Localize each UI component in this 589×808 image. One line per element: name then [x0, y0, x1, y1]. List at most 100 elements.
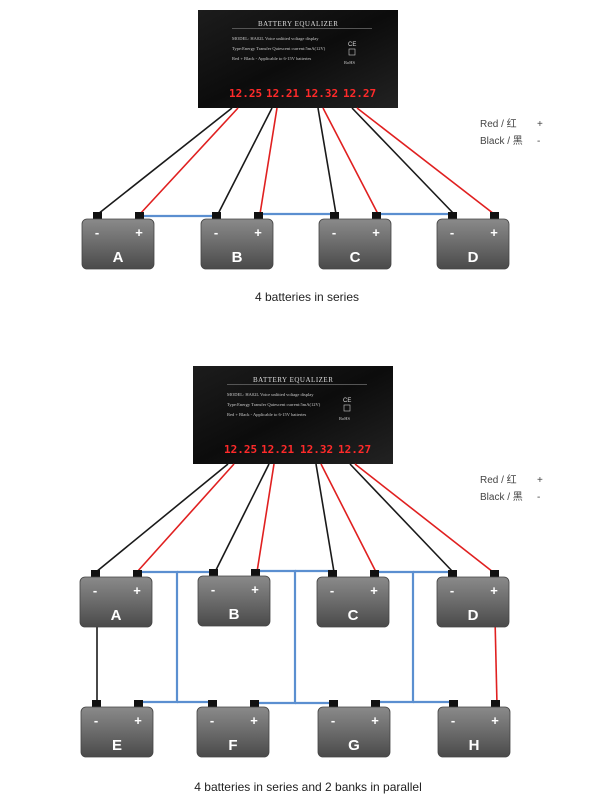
device-body: [198, 10, 398, 108]
terminal-minus: [208, 700, 217, 708]
red-wire-b: [256, 463, 275, 573]
terminal-minus: [93, 212, 102, 220]
device-title: BATTERY EQUALIZER: [253, 376, 333, 384]
battery-label: H: [469, 737, 480, 754]
battery-body: [80, 706, 154, 758]
plus-sign: +: [254, 225, 262, 240]
minus-sign: -: [450, 225, 454, 240]
diagram-series-parallel: BATTERY EQUALIZER MODEL: HA02L Voice unl…: [79, 366, 543, 794]
legend-red-symbol: +: [537, 475, 543, 486]
battery-c-2: - + C: [316, 570, 390, 628]
terminal-plus: [491, 700, 500, 708]
minus-sign: -: [330, 583, 334, 598]
terminal-minus: [448, 212, 457, 220]
plus-sign: +: [490, 225, 498, 240]
black-wire-b: [214, 463, 270, 573]
battery-h: - + H: [437, 700, 511, 758]
terminal-plus: [490, 212, 499, 220]
terminal-plus: [250, 700, 259, 708]
battery-body: [317, 706, 391, 758]
equalizer-device-2: BATTERY EQUALIZER MODEL: HA02L Voice unl…: [193, 366, 393, 464]
terminal-minus: [91, 570, 100, 578]
terminal-plus: [251, 569, 260, 577]
minus-sign: -: [332, 225, 336, 240]
battery-f: - + F: [196, 700, 270, 758]
legend-black-label: Black / 黑: [480, 491, 523, 503]
wire-color-legend-2: Red / 红 + Black / 黑 -: [480, 473, 543, 503]
battery-body: [197, 575, 271, 627]
wire-color-legend: Red / 红 + Black / 黑 -: [480, 117, 543, 147]
minus-sign: -: [95, 225, 99, 240]
terminal-plus: [371, 700, 380, 708]
red-wire-a: [139, 107, 239, 215]
voltage-reading-4: 12.27: [338, 443, 371, 456]
battery-label: E: [112, 737, 122, 754]
battery-label: D: [468, 607, 479, 624]
minus-sign: -: [210, 713, 214, 728]
bin-icon: [348, 48, 356, 56]
battery-label: C: [348, 607, 359, 624]
battery-label: B: [232, 249, 243, 266]
plus-sign: +: [370, 583, 378, 598]
battery-a: - + A: [81, 212, 155, 270]
equalizer-device: BATTERY EQUALIZER MODEL: HA02L Voice unl…: [198, 10, 398, 108]
black-wire-d: [351, 107, 455, 215]
legend-red-label: Red / 红: [480, 473, 517, 486]
legend-black-symbol: -: [537, 136, 540, 147]
voltage-reading-2: 12.21: [266, 87, 299, 100]
black-wire-c: [315, 463, 335, 573]
red-wire-a: [136, 463, 235, 573]
plus-sign: +: [491, 713, 499, 728]
minus-sign: -: [94, 713, 98, 728]
black-wire-a: [95, 463, 229, 573]
plus-sign: +: [490, 583, 498, 598]
device-polarity-line: Red + Black - Applicable to 6-15V batter…: [232, 56, 312, 61]
terminal-plus: [490, 570, 499, 578]
minus-sign: -: [451, 713, 455, 728]
battery-label: F: [228, 737, 237, 754]
voltage-reading-2: 12.21: [261, 443, 294, 456]
terminal-minus: [449, 700, 458, 708]
terminal-minus: [92, 700, 101, 708]
voltage-reading-3: 12.32: [300, 443, 333, 456]
voltage-reading-1: 12.25: [229, 87, 262, 100]
red-wire-b: [259, 107, 278, 215]
ce-mark: CE: [343, 398, 351, 404]
series-links: [142, 212, 452, 218]
red-wire-d: [356, 107, 495, 215]
black-wire-c: [317, 107, 337, 215]
voltage-reading-4: 12.27: [343, 87, 376, 100]
legend-red-symbol: +: [537, 119, 543, 130]
legend-black-label: Black / 黑: [480, 135, 523, 147]
battery-body: [316, 576, 390, 628]
minus-sign: -: [214, 225, 218, 240]
terminal-plus: [254, 212, 263, 220]
plus-sign: +: [135, 225, 143, 240]
device-type-line: Type:Energy Transfer Quiescent current:5…: [227, 402, 321, 407]
caption-series: 4 batteries in series: [255, 290, 359, 304]
device-model-line: MODEL: HA02L Voice unlitted voltage disp…: [232, 36, 319, 41]
battery-label: A: [113, 249, 124, 266]
device-type-line: Type:Energy Transfer Quiescent current:5…: [232, 46, 326, 51]
battery-label: D: [468, 249, 479, 266]
battery-b-2: - + B: [197, 569, 271, 627]
legend-red-label: Red / 红: [480, 117, 517, 130]
battery-b: - + B: [200, 212, 274, 270]
bin-icon: [343, 404, 351, 412]
battery-body: [200, 218, 274, 270]
battery-e: - + E: [80, 700, 154, 758]
battery-d-2: - + D: [436, 570, 510, 628]
terminal-plus: [370, 570, 379, 578]
voltage-reading-3: 12.32: [305, 87, 338, 100]
terminal-minus: [212, 212, 221, 220]
plus-sign: +: [134, 713, 142, 728]
voltage-reading-1: 12.25: [224, 443, 257, 456]
black-wire-d: [349, 463, 454, 573]
device-model-line: MODEL: HA02L Voice unlitted voltage disp…: [227, 392, 314, 397]
battery-d: - + D: [436, 212, 510, 270]
red-wire-c: [320, 463, 377, 573]
terminal-minus: [448, 570, 457, 578]
battery-body: [436, 576, 510, 628]
terminal-minus: [329, 700, 338, 708]
